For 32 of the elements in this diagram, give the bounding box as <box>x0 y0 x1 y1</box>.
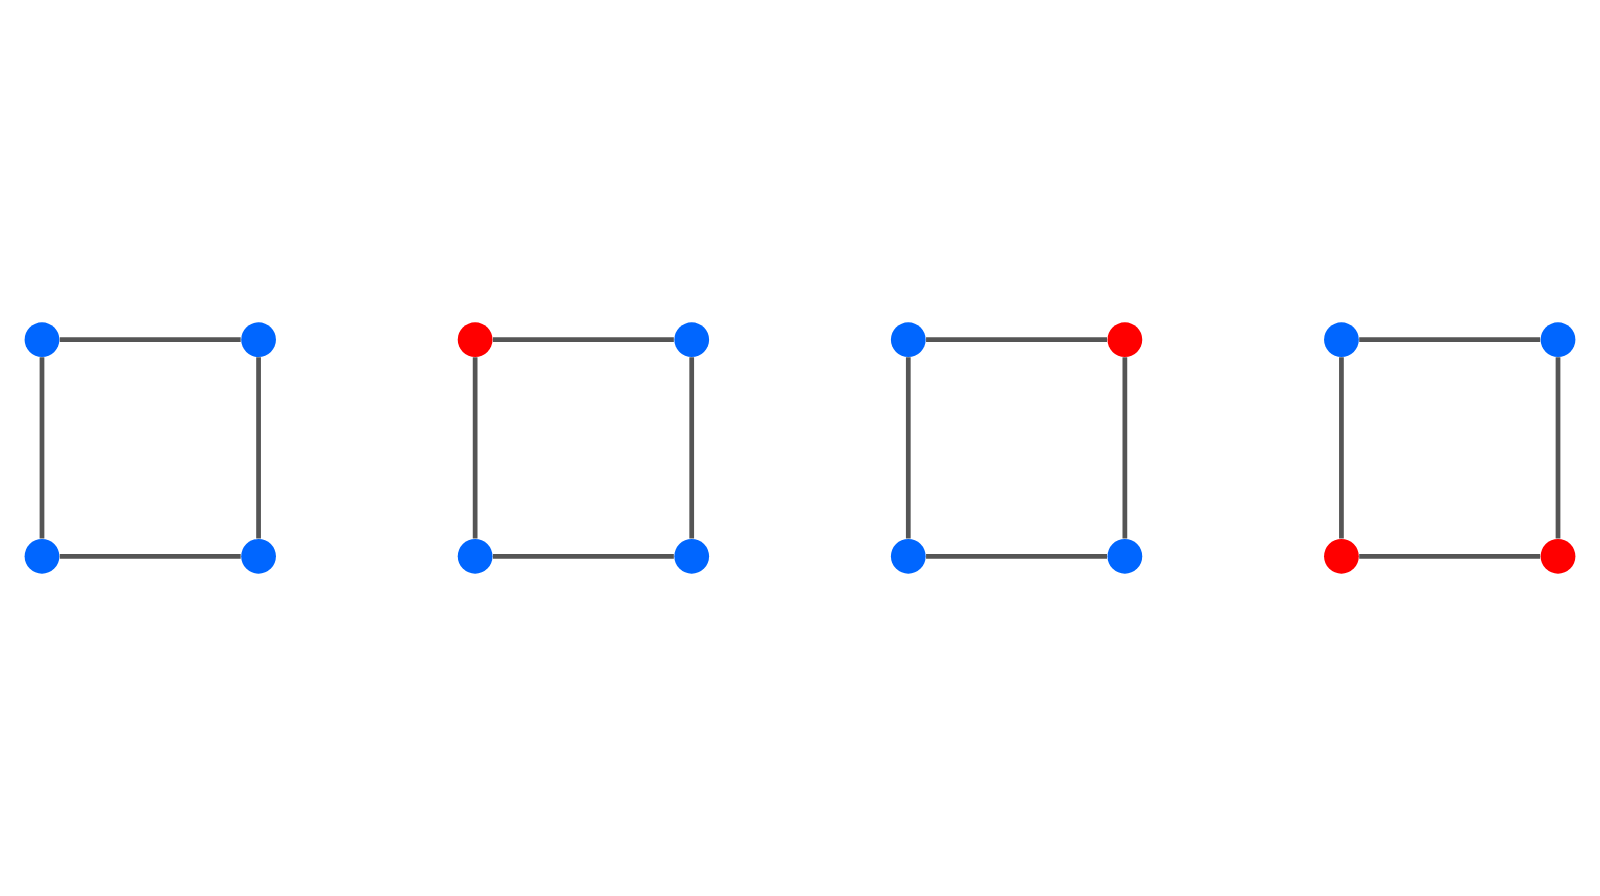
node-circle <box>1107 322 1143 358</box>
node-circle <box>1324 538 1359 574</box>
node-circle <box>24 322 60 358</box>
node-circle <box>241 322 276 358</box>
node-circle <box>24 538 60 574</box>
node-circle <box>890 322 926 358</box>
connector <box>1359 337 1541 343</box>
connector <box>905 357 911 539</box>
node-circle <box>1107 538 1143 574</box>
node-circle <box>457 538 493 574</box>
connector <box>1122 357 1128 539</box>
node-circle <box>890 538 926 574</box>
connector <box>59 337 241 343</box>
connector <box>472 357 478 539</box>
connector <box>1339 357 1344 539</box>
connector <box>492 553 674 559</box>
node-circle <box>1540 322 1576 358</box>
node-circle <box>1540 538 1576 574</box>
node-circle <box>674 538 710 574</box>
connector <box>926 337 1107 343</box>
node-circle <box>457 322 493 358</box>
node-circle <box>674 322 710 358</box>
connector <box>39 357 45 539</box>
connector <box>256 357 261 539</box>
connector <box>1555 357 1561 539</box>
connector <box>59 553 241 559</box>
node-circle <box>241 538 276 574</box>
node-circle <box>1324 322 1359 358</box>
connector <box>926 553 1107 559</box>
connector <box>689 357 695 539</box>
connector <box>492 337 674 343</box>
connector <box>1359 553 1541 559</box>
